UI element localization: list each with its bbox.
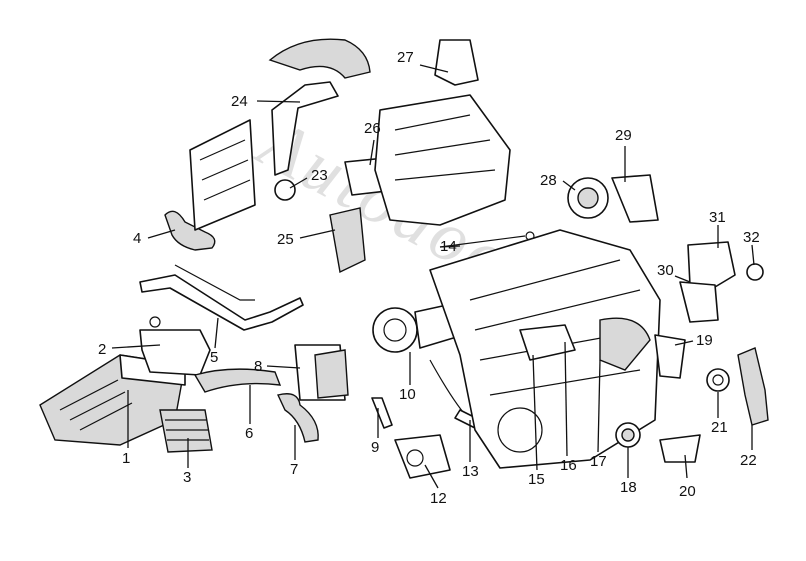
part-17-flex-pipe <box>599 317 651 371</box>
callout-18: 18 <box>620 479 637 496</box>
callout-27: 27 <box>397 49 414 66</box>
callout-5: 5 <box>210 349 219 366</box>
callout-6: 6 <box>245 425 254 442</box>
callout-16: 16 <box>560 457 577 474</box>
part-6-hose <box>193 368 282 393</box>
part-28-throttle <box>567 177 609 219</box>
part-3-filter-grille <box>159 409 213 453</box>
part-4-elbow-hose <box>164 210 216 251</box>
part-29-bracket <box>611 174 659 223</box>
callout-14: 14 <box>440 238 457 255</box>
callout-31: 31 <box>709 209 726 226</box>
callout-17: 17 <box>590 453 607 470</box>
leader-lines <box>111 64 755 489</box>
callout-29: 29 <box>615 127 632 144</box>
callout-13: 13 <box>462 463 479 480</box>
callout-23: 23 <box>311 167 328 184</box>
callout-8: 8 <box>254 358 263 375</box>
part-19-bracket <box>654 334 686 379</box>
part-25-corrugated-hose <box>329 207 366 274</box>
callout-9: 9 <box>371 439 380 456</box>
callout-28: 28 <box>540 172 557 189</box>
callout-10: 10 <box>399 386 416 403</box>
part-7-hose <box>277 393 319 443</box>
part-22-elbow <box>737 347 769 426</box>
part-12-pump <box>394 434 451 479</box>
part-15-16-tensioner <box>519 324 576 361</box>
part-27-bracket <box>434 39 479 86</box>
intake-manifold <box>374 94 511 226</box>
callout-21: 21 <box>711 419 728 436</box>
callout-22: 22 <box>740 452 757 469</box>
callout-25: 25 <box>277 231 294 248</box>
part-20-block <box>659 434 701 463</box>
callout-4: 4 <box>133 230 142 247</box>
callout-30: 30 <box>657 262 674 279</box>
part-23-24-intake-hose <box>268 38 371 201</box>
part-18-cap <box>615 422 641 448</box>
callout-15: 15 <box>528 471 545 488</box>
part-30-31-mount <box>679 241 736 323</box>
part-5-pipe <box>139 264 304 331</box>
callout-32: 32 <box>743 229 760 246</box>
callout-2: 2 <box>98 341 107 358</box>
part-32-clamp <box>746 263 764 281</box>
callout-20: 20 <box>679 483 696 500</box>
callout-26: 26 <box>364 120 381 137</box>
part-9-sensor <box>371 397 393 429</box>
callout-3: 3 <box>183 469 192 486</box>
callout-19: 19 <box>696 332 713 349</box>
radiator-box <box>189 119 256 231</box>
callout-1: 1 <box>122 450 131 467</box>
callout-7: 7 <box>290 461 299 478</box>
callout-24: 24 <box>231 93 248 110</box>
part-21-sensor <box>706 368 730 392</box>
callout-12: 12 <box>430 490 447 507</box>
part-8-intercooler <box>294 344 349 401</box>
